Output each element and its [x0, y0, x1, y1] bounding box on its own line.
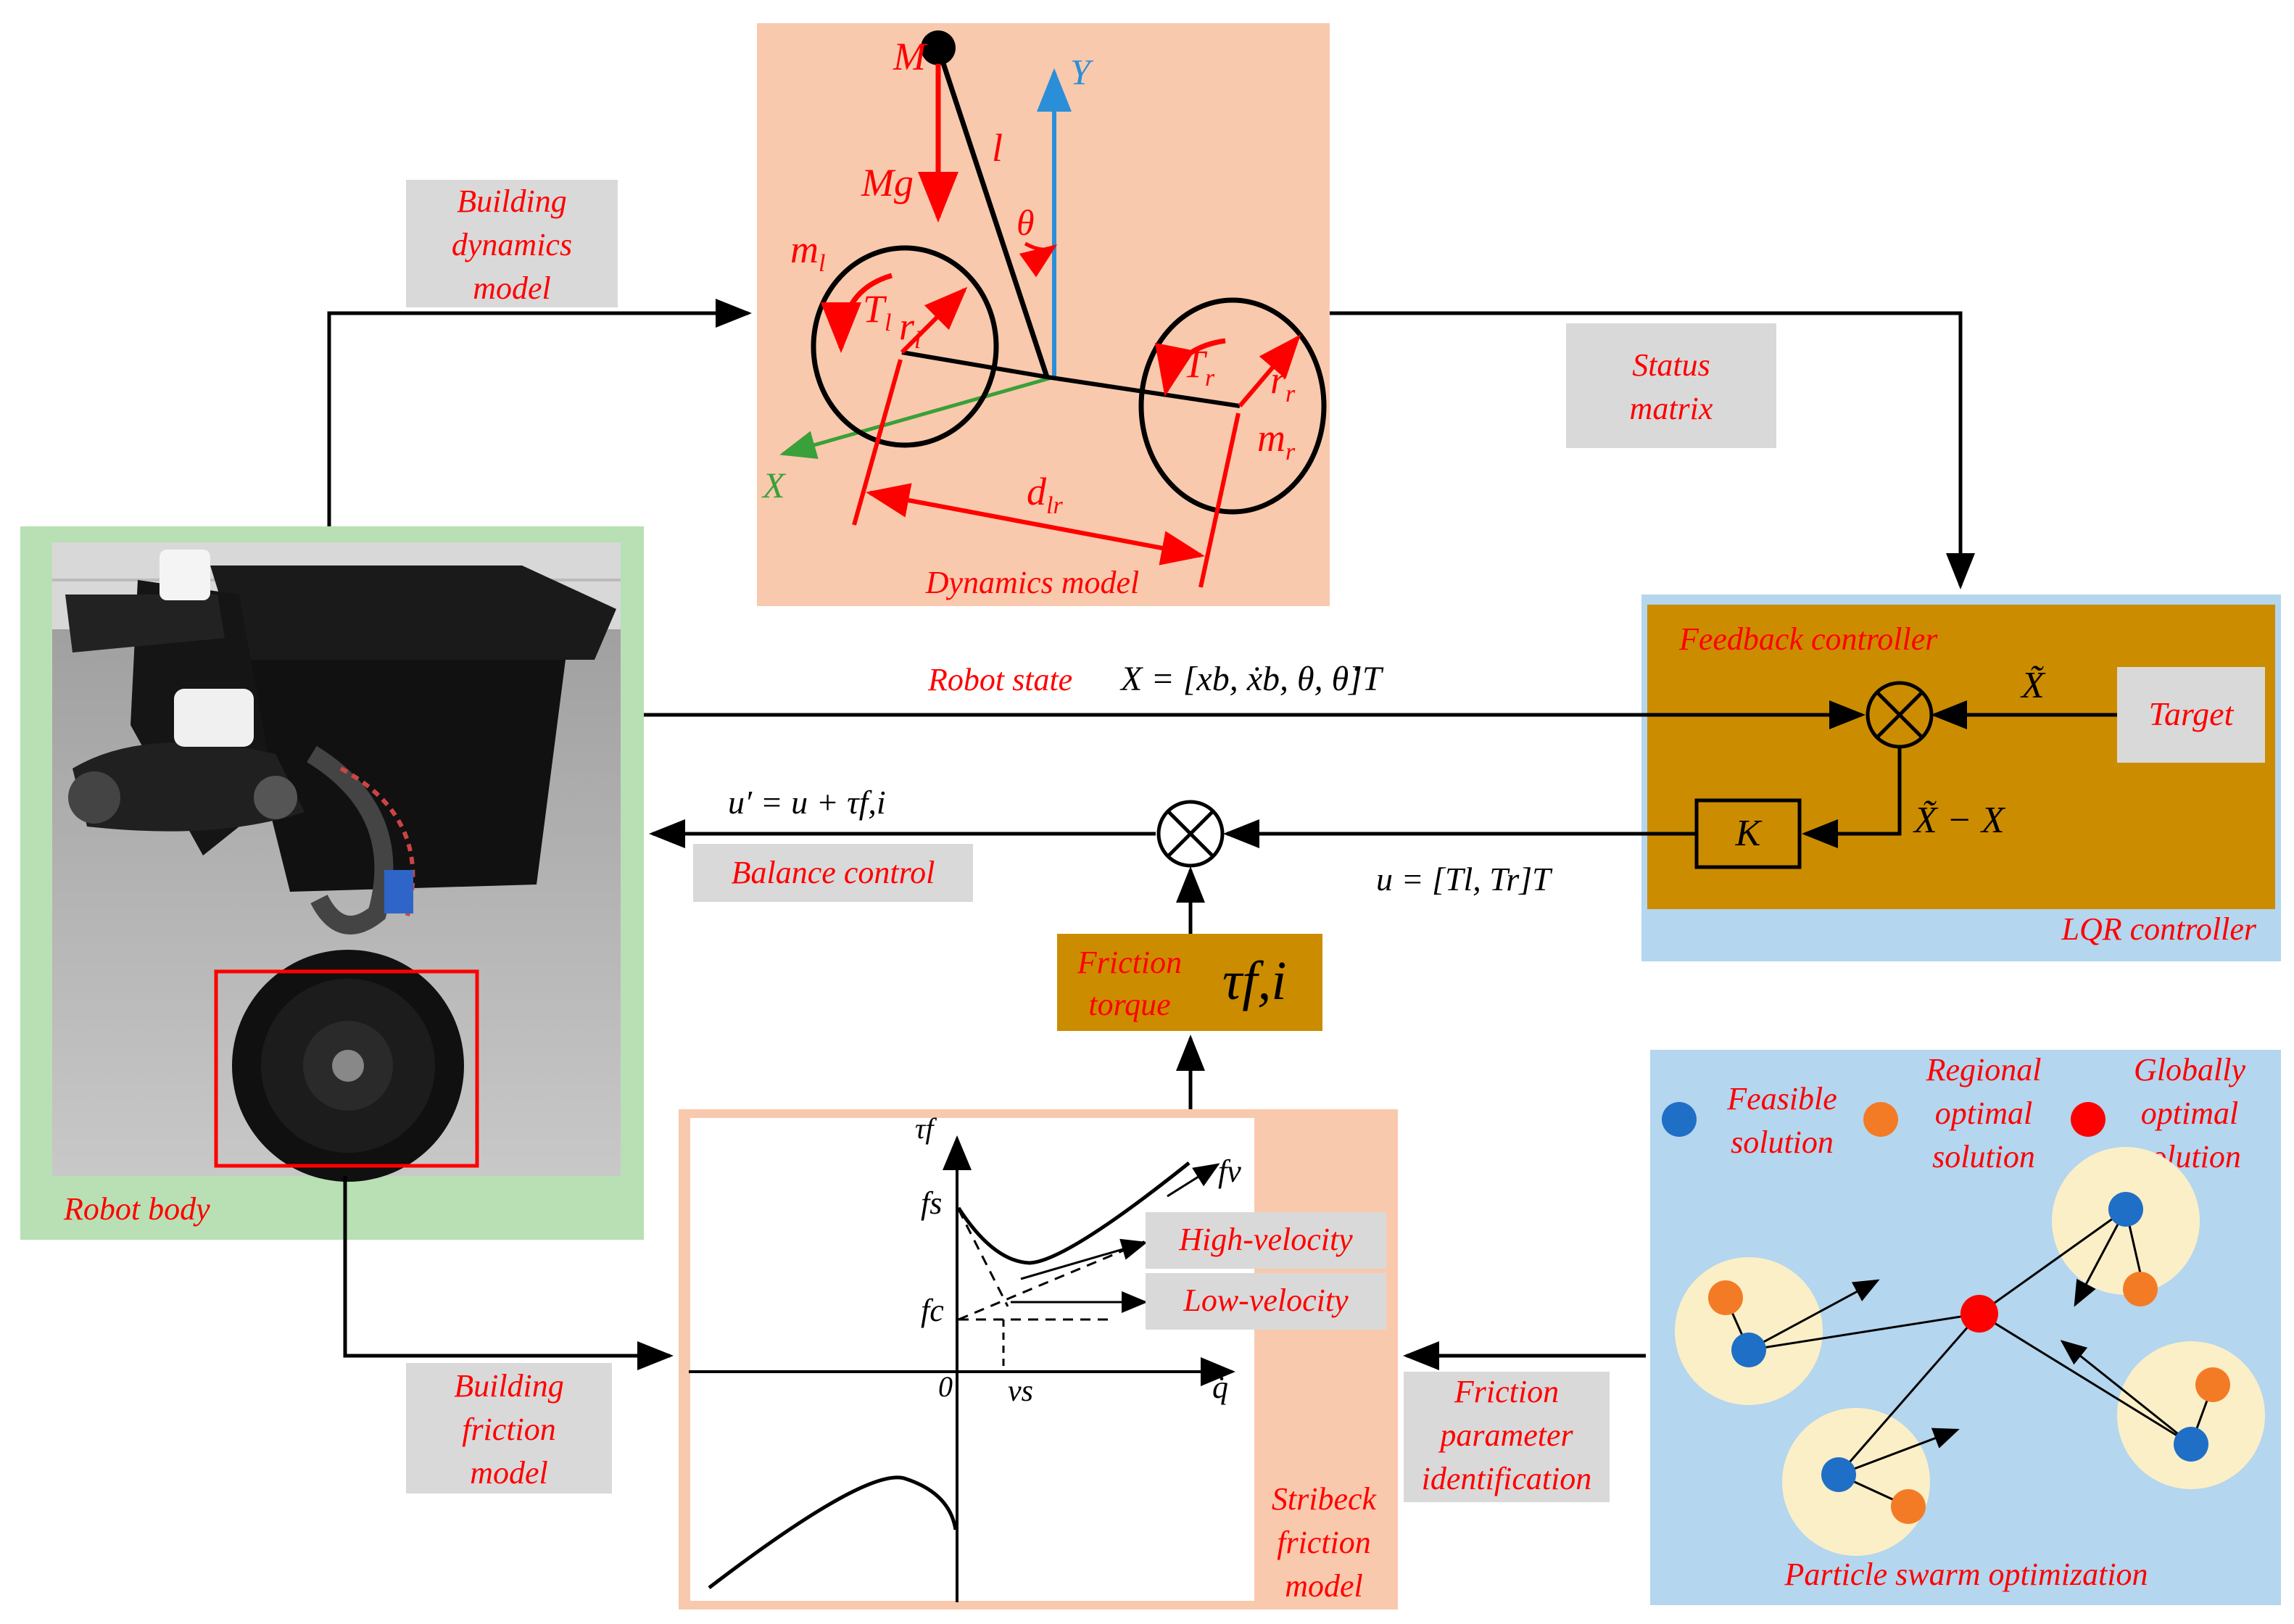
pso-label: Particle swarm optimization: [1784, 1557, 2148, 1592]
svg-text:model: model: [1285, 1568, 1363, 1604]
svg-text:l: l: [992, 126, 1003, 170]
arrow-robot-to-friction: [343, 1176, 674, 1370]
svg-text:dlr: dlr: [1027, 470, 1063, 519]
svg-text:ml: ml: [790, 228, 825, 277]
svg-text:optimal: optimal: [1935, 1095, 2032, 1131]
svg-text:θ: θ: [1016, 202, 1035, 243]
status-matrix-box: Status matrix: [1566, 323, 1776, 448]
balance-control-box: Balance control: [693, 844, 973, 902]
building-dynamics-model-box: Building dynamics model: [406, 180, 618, 307]
svg-text:Regional: Regional: [1926, 1052, 2042, 1088]
svg-text:Balance control: Balance control: [732, 855, 935, 890]
global-best-particle: [1960, 1295, 1998, 1333]
robot-photo: [52, 542, 621, 1182]
svg-text:dynamics: dynamics: [452, 227, 572, 262]
dynamics-model-panel: M Mg l θ Y X ml Tl rl Tr rr mr dlr Dynam…: [757, 23, 1330, 606]
friction-parameter-identification-box: Friction parameter identification: [1404, 1372, 1610, 1502]
dynamics-model-label: Dynamics model: [925, 565, 1140, 600]
friction-torque-box: Friction torque τf,i: [1057, 934, 1322, 1031]
svg-text:K: K: [1735, 813, 1763, 854]
right-wheel: [1138, 297, 1327, 515]
svg-text:model: model: [470, 1455, 548, 1491]
svg-text:Building: Building: [454, 1368, 564, 1404]
robot-state-label: Robot state: [927, 662, 1072, 697]
stribeck-panel: τf fs fc fv 0 vs q̇ High-velocity Low-ve…: [679, 1109, 1398, 1610]
svg-text:rr: rr: [1270, 358, 1296, 407]
svg-text:Friction: Friction: [1077, 945, 1182, 980]
svg-text:X: X: [761, 465, 787, 505]
svg-text:fv: fv: [1218, 1153, 1241, 1189]
svg-text:0: 0: [938, 1370, 953, 1403]
robot-body-label: Robot body: [63, 1191, 210, 1227]
sum-junction-compensation: [1156, 800, 1225, 868]
svg-text:Stribeck: Stribeck: [1272, 1481, 1378, 1517]
u-equation: u = [Tl, Tr]T: [1376, 861, 1553, 898]
robot-state-equation: X = [xb, ẋb, θ, θ̇]T: [1119, 660, 1384, 698]
robot-body-panel: Robot body: [20, 526, 644, 1240]
left-wheel: [811, 245, 999, 448]
svg-text:Mg: Mg: [861, 161, 914, 204]
high-velocity-label: High-velocity: [1146, 1212, 1386, 1269]
arrow-dynamics-to-lqr: [1330, 311, 1975, 589]
stribeck-curve-negative: [708, 1475, 958, 1589]
svg-text:Target: Target: [2149, 695, 2235, 732]
svg-text:M: M: [893, 35, 928, 78]
legend-feasible-marker: [1662, 1102, 1697, 1137]
svg-text:fc: fc: [921, 1293, 944, 1328]
svg-text:mr: mr: [1257, 416, 1296, 465]
svg-text:Building: Building: [457, 183, 567, 219]
legend-regional-marker: [1863, 1102, 1898, 1137]
svg-text:optimal: optimal: [2141, 1095, 2238, 1131]
svg-text:parameter: parameter: [1438, 1417, 1573, 1453]
feedback-controller-label: Feedback controller: [1678, 621, 1938, 657]
svg-text:Feasible: Feasible: [1726, 1081, 1837, 1116]
svg-text:Tr: Tr: [1183, 342, 1215, 392]
svg-text:friction: friction: [462, 1412, 556, 1447]
svg-text:solution: solution: [1932, 1139, 2035, 1174]
svg-text:matrix: matrix: [1630, 391, 1713, 426]
svg-text:Friction: Friction: [1454, 1374, 1559, 1409]
svg-text:fs: fs: [921, 1185, 942, 1221]
svg-text:vs: vs: [1008, 1375, 1033, 1408]
legend-global-marker: [2071, 1102, 2105, 1137]
svg-text:solution: solution: [1731, 1124, 1834, 1160]
lqr-controller-label: LQR controller: [2061, 911, 2257, 947]
stribeck-curve-positive: [956, 1161, 1191, 1265]
svg-text:model: model: [473, 270, 551, 306]
u-prime-equation: u′ = u + τf,i: [728, 784, 886, 821]
target-box: Target: [2117, 667, 2265, 763]
lqr-controller-panel: Feedback controller LQR controller Targe…: [1641, 594, 2281, 961]
svg-text:Low-velocity: Low-velocity: [1183, 1283, 1349, 1318]
svg-text:Y: Y: [1070, 51, 1094, 92]
svg-text:X̃ − X: X̃ − X: [1913, 800, 2006, 841]
svg-text:Status: Status: [1632, 347, 1710, 383]
svg-text:High-velocity: High-velocity: [1178, 1222, 1353, 1257]
svg-text:q̇: q̇: [1212, 1370, 1228, 1405]
svg-text:friction: friction: [1277, 1525, 1371, 1560]
svg-text:rl: rl: [899, 304, 921, 354]
legend: Feasible solution Regional optimal solut…: [1662, 1052, 2245, 1174]
svg-text:X̃: X̃: [2020, 665, 2046, 706]
svg-text:identification: identification: [1422, 1461, 1592, 1496]
building-friction-model-box: Building friction model: [406, 1363, 612, 1494]
svg-text:torque: torque: [1088, 987, 1170, 1022]
svg-text:Globally: Globally: [2134, 1052, 2245, 1088]
svg-text:τf: τf: [915, 1112, 937, 1145]
svg-text:τf,i: τf,i: [1222, 950, 1286, 1011]
pso-panel: Feasible solution Regional optimal solut…: [1650, 1050, 2281, 1605]
arrow-robot-to-dynamics: [327, 299, 752, 526]
low-velocity-label: Low-velocity: [1146, 1273, 1386, 1330]
svg-text:Tl: Tl: [863, 287, 892, 336]
